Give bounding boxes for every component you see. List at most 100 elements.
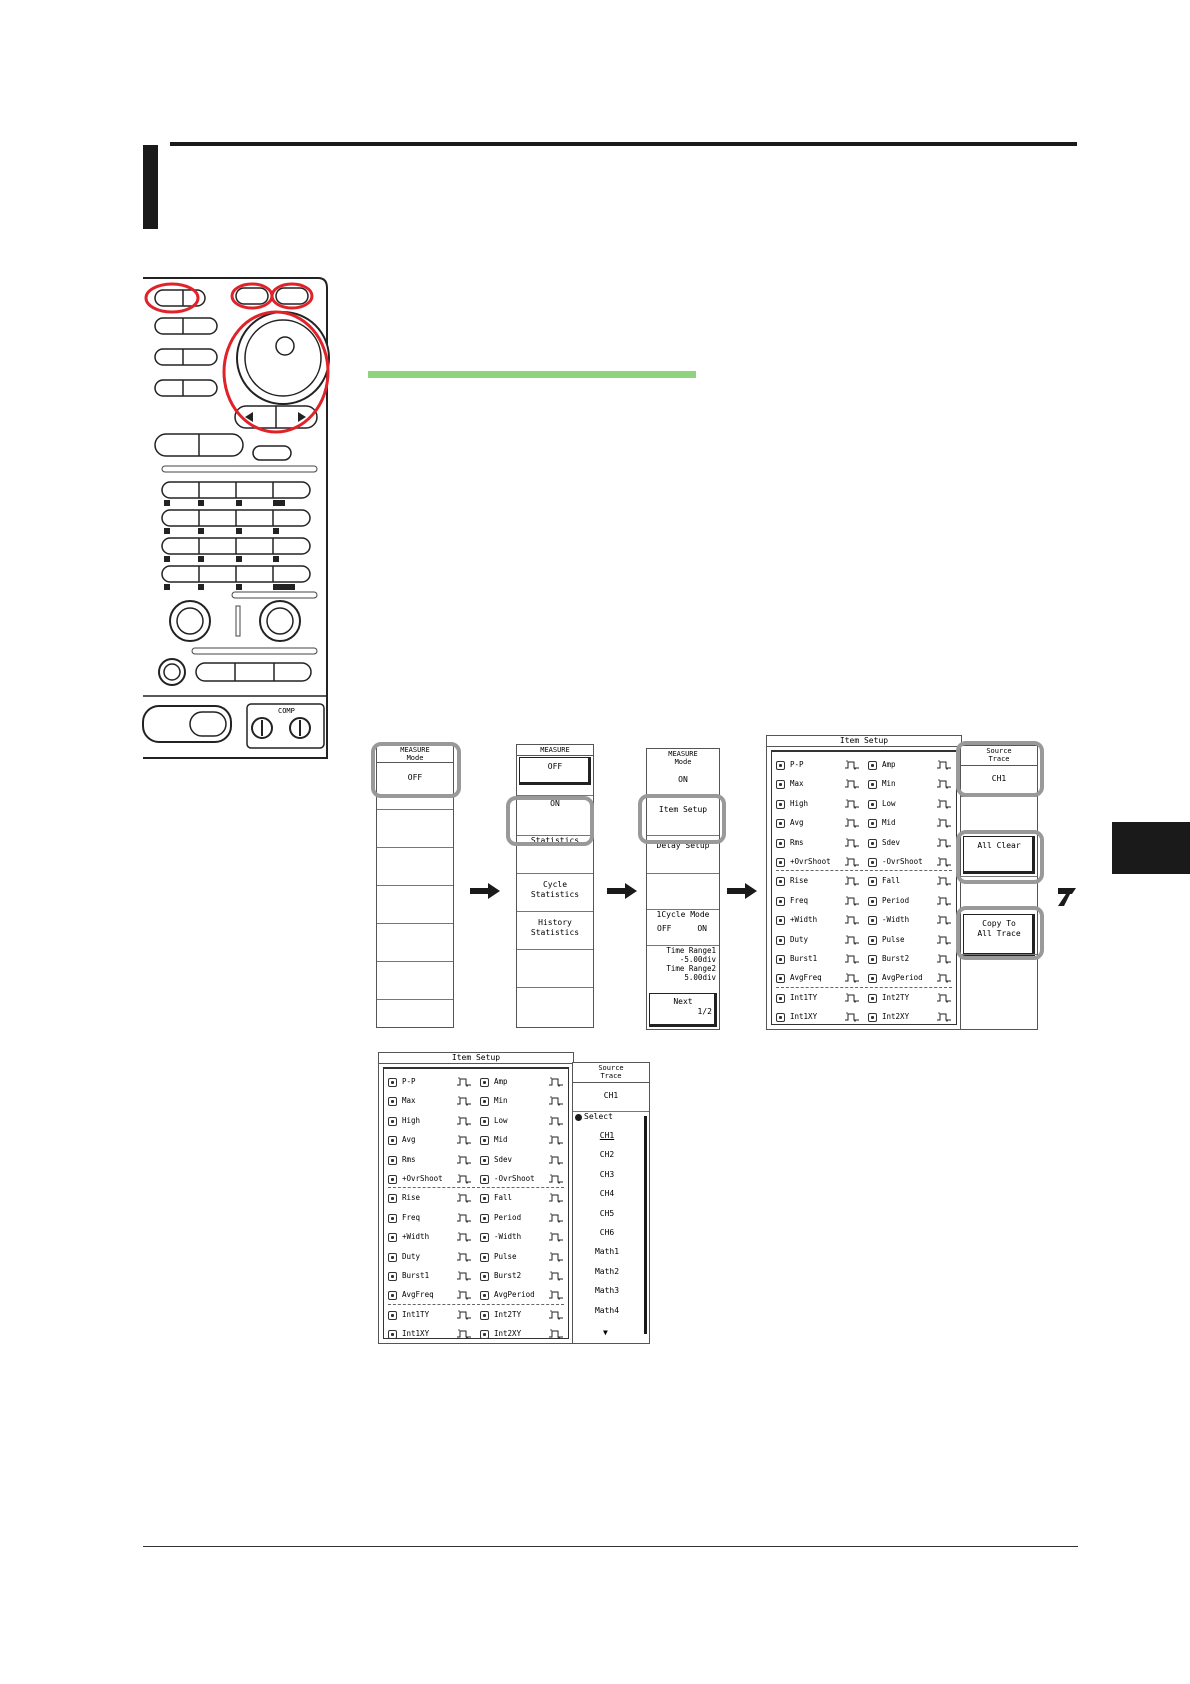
item-checkbox-cell[interactable]: -OvrShoot (868, 857, 958, 869)
checkbox-icon[interactable] (868, 858, 877, 867)
item-checkbox-cell[interactable]: Max (388, 1096, 478, 1108)
checkbox-icon[interactable] (480, 1310, 489, 1320)
item-checkbox-cell[interactable]: Min (480, 1096, 570, 1108)
item-checkbox-cell[interactable]: Sdev (480, 1155, 570, 1167)
channel-option[interactable]: Math2 (594, 1266, 620, 1276)
item-checkbox-cell[interactable]: Min (868, 779, 958, 791)
checkbox-icon[interactable] (388, 1272, 397, 1281)
checkbox-icon[interactable] (868, 993, 877, 1003)
item-checkbox-cell[interactable]: Amp (480, 1077, 570, 1089)
source-value[interactable]: CH1 (603, 1091, 619, 1100)
checkbox-icon[interactable] (776, 955, 785, 964)
item-checkbox-cell[interactable]: Pulse (868, 935, 958, 947)
item-checkbox-cell[interactable]: AvgFreq (388, 1290, 478, 1302)
next-key[interactable]: Next 1/2 (649, 993, 717, 1027)
checkbox-icon[interactable] (776, 877, 785, 887)
item-checkbox-cell[interactable]: Int1TY (388, 1310, 478, 1322)
item-checkbox-cell[interactable]: AvgPeriod (480, 1290, 570, 1302)
checkbox-icon[interactable] (776, 780, 785, 790)
checkbox-icon[interactable] (388, 1116, 397, 1126)
channel-option[interactable]: Math4 (594, 1305, 620, 1315)
checkbox-icon[interactable] (480, 1252, 489, 1262)
checkbox-icon[interactable] (388, 1136, 397, 1146)
item-checkbox-cell[interactable]: Burst2 (480, 1271, 570, 1283)
item-checkbox-cell[interactable]: Int2TY (868, 993, 958, 1005)
item-checkbox-cell[interactable]: Duty (388, 1252, 478, 1264)
scroll-bar[interactable] (644, 1116, 647, 1334)
channel-option[interactable]: Math1 (594, 1247, 620, 1257)
delay-setup-key[interactable]: Delay Setup (647, 835, 719, 874)
on-key[interactable]: ON (517, 795, 593, 826)
checkbox-icon[interactable] (388, 1252, 397, 1262)
item-checkbox-cell[interactable]: AvgFreq (776, 973, 866, 985)
channel-option[interactable]: CH3 (599, 1169, 615, 1179)
checkbox-icon[interactable] (776, 935, 785, 945)
checkbox-icon[interactable] (388, 1175, 397, 1184)
item-checkbox-cell[interactable]: Burst2 (868, 954, 958, 966)
checkbox-icon[interactable] (388, 1155, 397, 1165)
checkbox-icon[interactable] (388, 1291, 397, 1301)
checkbox-icon[interactable] (776, 993, 785, 1003)
item-checkbox-cell[interactable]: AvgPeriod (868, 973, 958, 985)
menu-empty-key[interactable] (377, 961, 453, 1000)
checkbox-icon[interactable] (776, 819, 785, 829)
item-checkbox-cell[interactable]: Freq (388, 1213, 478, 1225)
menu-empty-key[interactable] (961, 876, 1037, 913)
checkbox-icon[interactable] (480, 1175, 489, 1184)
checkbox-icon[interactable] (480, 1136, 489, 1146)
item-checkbox-cell[interactable]: Mid (480, 1135, 570, 1147)
scroll-down-icon[interactable]: ▼ (603, 1328, 608, 1337)
item-checkbox-cell[interactable]: Int1XY (776, 1012, 866, 1024)
checkbox-icon[interactable] (388, 1213, 397, 1223)
channel-option[interactable]: CH6 (599, 1227, 615, 1237)
item-checkbox-cell[interactable]: Avg (776, 818, 866, 830)
item-checkbox-cell[interactable]: Burst1 (388, 1271, 478, 1283)
item-checkbox-cell[interactable]: Period (480, 1213, 570, 1225)
checkbox-icon[interactable] (480, 1078, 489, 1087)
item-checkbox-cell[interactable]: Rms (388, 1155, 478, 1167)
item-checkbox-cell[interactable]: Duty (776, 935, 866, 947)
cycle-statistics-key[interactable]: Cycle Statistics (517, 873, 593, 918)
item-checkbox-cell[interactable]: +Width (776, 915, 866, 927)
checkbox-icon[interactable] (868, 838, 877, 848)
checkbox-icon[interactable] (480, 1155, 489, 1165)
checkbox-icon[interactable] (776, 974, 785, 984)
menu-empty-key[interactable] (517, 949, 593, 988)
item-checkbox-cell[interactable]: -Width (480, 1232, 570, 1244)
checkbox-icon[interactable] (776, 896, 785, 906)
menu-empty-key[interactable] (647, 873, 719, 910)
item-checkbox-cell[interactable]: P-P (776, 760, 866, 772)
menu-empty-key[interactable] (377, 923, 453, 962)
item-checkbox-cell[interactable]: Int2XY (480, 1329, 570, 1341)
checkbox-icon[interactable] (868, 761, 877, 770)
checkbox-icon[interactable] (868, 780, 877, 790)
menu-empty-key[interactable] (377, 885, 453, 924)
checkbox-icon[interactable] (868, 1013, 877, 1023)
checkbox-icon[interactable] (388, 1310, 397, 1320)
checkbox-icon[interactable] (776, 916, 785, 926)
checkbox-icon[interactable] (388, 1194, 397, 1204)
cycle-mode-key[interactable]: 1Cycle Mode OFF ON (647, 909, 719, 946)
checkbox-icon[interactable] (776, 858, 785, 867)
item-checkbox-cell[interactable]: -Width (868, 915, 958, 927)
channel-option[interactable]: CH1 (599, 1131, 615, 1140)
item-checkbox-cell[interactable]: Pulse (480, 1252, 570, 1264)
item-checkbox-cell[interactable]: Freq (776, 896, 866, 908)
checkbox-icon[interactable] (480, 1233, 489, 1243)
checkbox-icon[interactable] (868, 974, 877, 984)
item-checkbox-cell[interactable]: Rise (776, 876, 866, 888)
item-checkbox-cell[interactable]: Int1XY (388, 1329, 478, 1341)
checkbox-icon[interactable] (480, 1272, 489, 1281)
checkbox-icon[interactable] (868, 819, 877, 829)
checkbox-icon[interactable] (388, 1233, 397, 1243)
item-checkbox-cell[interactable]: Low (480, 1116, 570, 1128)
source-value[interactable]: CH1 (991, 774, 1007, 783)
item-checkbox-cell[interactable]: Rms (776, 838, 866, 850)
item-checkbox-cell[interactable]: Fall (868, 876, 958, 888)
channel-option[interactable]: CH5 (599, 1208, 615, 1218)
checkbox-icon[interactable] (868, 955, 877, 964)
checkbox-icon[interactable] (480, 1097, 489, 1107)
history-statistics-key[interactable]: History Statistics (517, 911, 593, 956)
item-checkbox-cell[interactable]: Max (776, 779, 866, 791)
